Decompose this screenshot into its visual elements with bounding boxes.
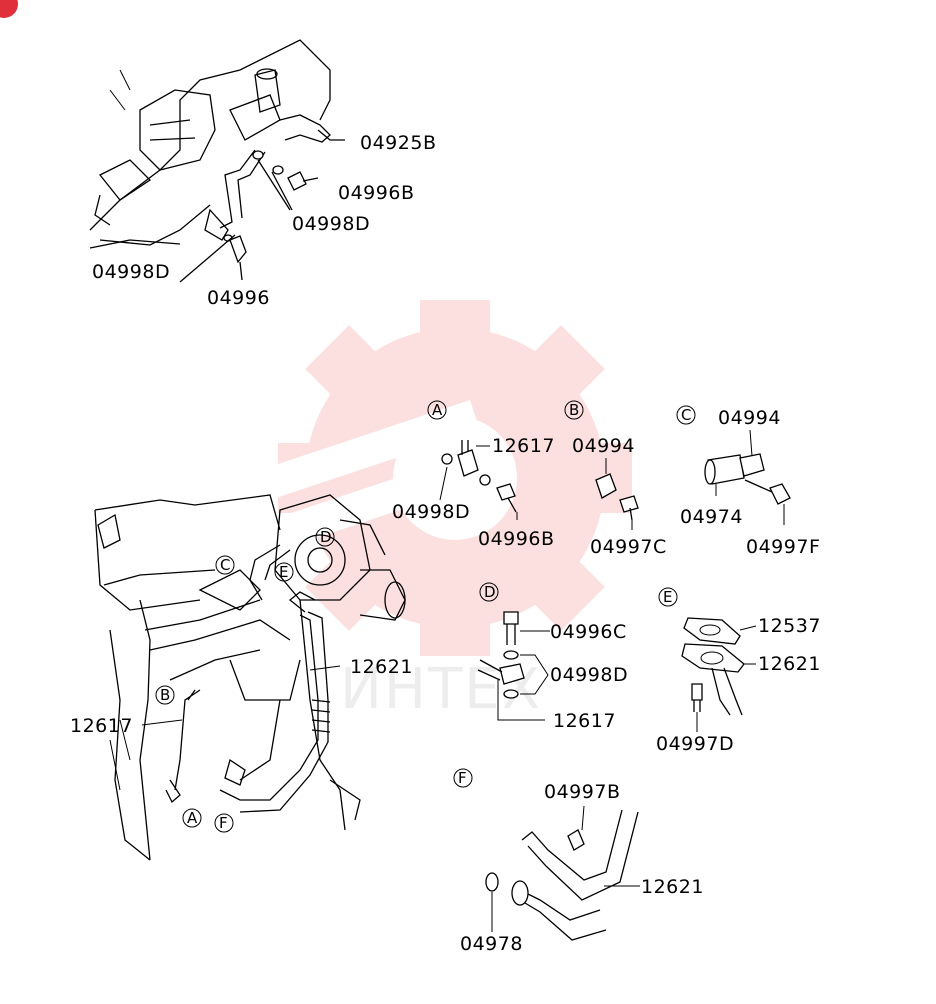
part-label: 12621 [641, 876, 704, 898]
hose-end-icon [511, 880, 529, 906]
callout-letter: E [279, 563, 288, 581]
bolt-04997F-icon [769, 483, 791, 505]
part-label: 04997B [544, 781, 620, 803]
main-engine-assembly [94, 494, 406, 861]
part-label: 04996B [478, 528, 554, 550]
bolt-04997D-icon [691, 683, 703, 701]
part-label: 04994 [572, 435, 635, 457]
bolt-04996-icon [229, 235, 247, 264]
part-label: 04925B [360, 132, 436, 154]
bolt-04996B-icon [496, 483, 516, 501]
washer-icon [503, 689, 519, 699]
bolt-04997C-icon [619, 495, 639, 513]
clamp-04994-icon [739, 453, 765, 477]
part-label: 04974 [680, 506, 743, 528]
callout-letter: D [320, 528, 332, 546]
callout-letter: F [219, 814, 228, 832]
part-label: 12621 [758, 653, 821, 675]
oring-04978-icon [485, 872, 499, 892]
part-label: 04996C [550, 621, 627, 643]
gear-logo-icon [260, 300, 632, 656]
detail-letter: A [432, 401, 443, 419]
washer-icon [441, 453, 453, 465]
part-label: 04997F [746, 536, 820, 558]
detail-A: A 12617 04998D 04996B [392, 400, 555, 550]
detail-D: D 04996C 04998D 12617 [477, 582, 628, 732]
part-label: 12617 [553, 710, 616, 732]
bolt-04996B-icon [287, 171, 307, 191]
union-fitting-icon [457, 449, 479, 477]
main-view-labels: 12621 12617 [70, 656, 413, 737]
flange-12621-icon [681, 643, 745, 673]
detail-F: F 04997B 12621 04978 [453, 768, 704, 955]
detail-B: B 04994 04997C [564, 400, 667, 558]
main-view-callouts: C E D B A F [141, 527, 341, 833]
washer-icon [272, 165, 284, 175]
washer-icon [503, 650, 519, 660]
part-label: 12617 [492, 435, 555, 457]
part-label: 04994 [718, 407, 781, 429]
detail-letter: C [681, 406, 691, 424]
part-label: 04997D [656, 733, 734, 755]
top-view-labels: 04925B 04996B 04998D 04998D 04996 [92, 132, 436, 309]
part-label: 04997C [590, 536, 667, 558]
detail-letter: F [458, 769, 467, 787]
watermark: ИНТЕХ [260, 300, 632, 722]
clamp-04994-icon [595, 473, 617, 499]
detail-E: E 12537 12621 04997D [656, 587, 821, 755]
part-label: 04998D [92, 261, 170, 283]
washer-icon [252, 150, 264, 160]
callout-letter: A [187, 809, 198, 827]
bolt-04997B-icon [567, 829, 585, 851]
part-label: 04998D [292, 213, 370, 235]
callout-letter: C [220, 556, 230, 574]
part-label: 12617 [70, 715, 133, 737]
gasket-12537-icon [683, 617, 741, 645]
part-label: 12621 [350, 656, 413, 678]
washer-icon [479, 474, 491, 486]
part-label: 04996 [207, 287, 270, 309]
top-small-parts [179, 129, 345, 283]
detail-C: C 04994 04974 04997F [676, 405, 820, 558]
bolt-04996C-icon [503, 611, 519, 625]
part-label: 04978 [460, 933, 523, 955]
corner-badge-icon [0, 0, 18, 18]
top-engine-assembly [89, 39, 331, 249]
detail-letter: D [484, 583, 496, 601]
detail-letter: E [663, 588, 672, 606]
union-fitting-icon [499, 663, 525, 685]
detail-letter: B [569, 401, 579, 419]
part-label: 12537 [758, 615, 821, 637]
part-label: 04996B [338, 182, 414, 204]
part-label: 04998D [392, 501, 470, 523]
part-label: 04998D [550, 664, 628, 686]
callout-letter: B [160, 686, 170, 704]
